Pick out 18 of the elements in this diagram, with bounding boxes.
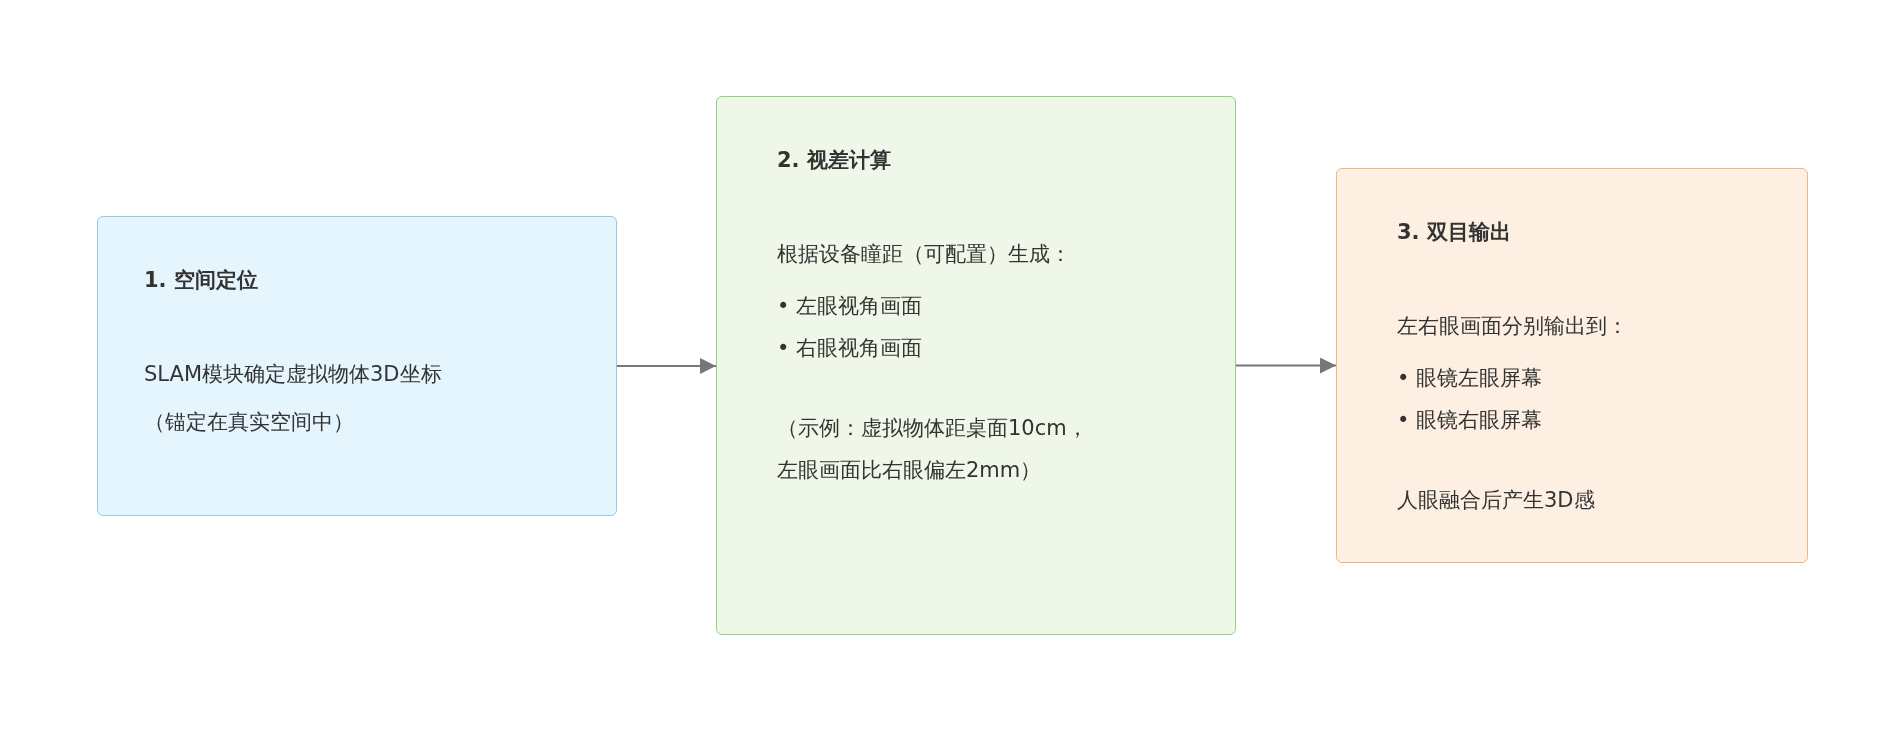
box-title: 3. 双目输出	[1397, 219, 1512, 246]
box-text: 左右眼画面分别输出到：	[1397, 313, 1629, 340]
process-box	[716, 96, 1236, 635]
box-text: • 右眼视角画面	[777, 335, 924, 362]
box-text: 根据设备瞳距（可配置）生成：	[777, 241, 1072, 268]
box-text: （锚定在真实空间中）	[144, 409, 355, 436]
arrow	[1235, 357, 1337, 374]
process-box	[97, 216, 617, 516]
box-text: 人眼融合后产生3D感	[1397, 487, 1596, 514]
box-text: SLAM模块确定虚拟物体3D坐标	[144, 361, 443, 388]
box-text: （示例：虚拟物体距桌面10cm，左眼画面比右眼偏左2mm）	[777, 415, 1089, 484]
box-title: 1. 空间定位	[144, 267, 259, 294]
box-text: • 眼镜右眼屏幕	[1397, 407, 1544, 434]
arrow	[616, 358, 717, 374]
box-text: • 左眼视角画面	[777, 293, 924, 320]
box-text: • 眼镜左眼屏幕	[1397, 365, 1544, 392]
box-title: 2. 视差计算	[777, 147, 892, 174]
process-box	[1336, 168, 1808, 563]
